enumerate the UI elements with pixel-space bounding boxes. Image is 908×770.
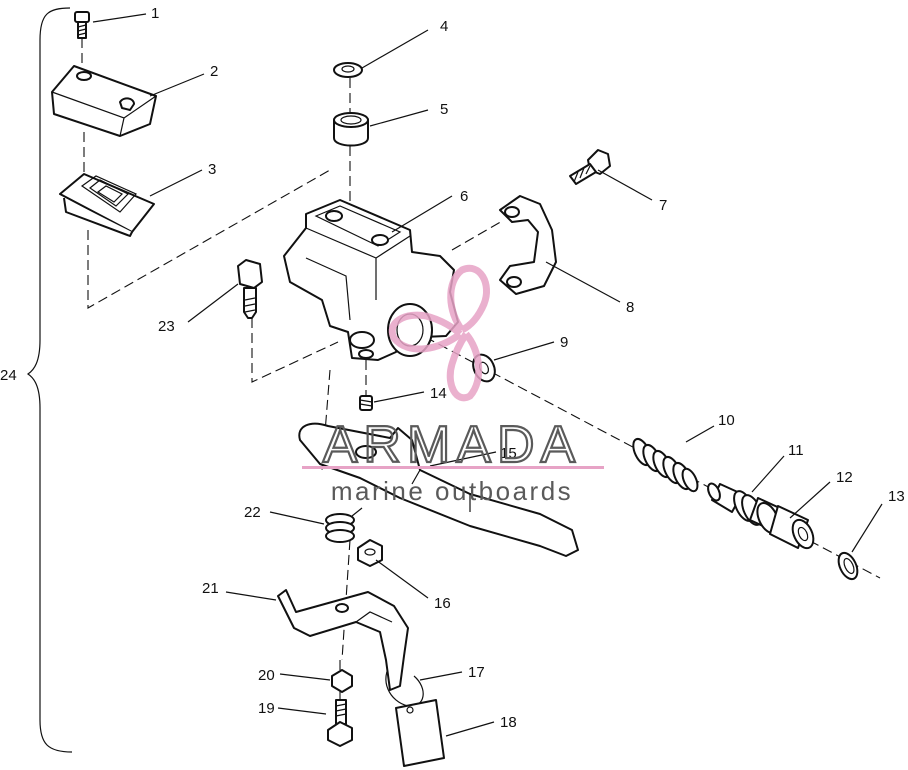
assembly-brace — [26, 7, 73, 753]
callout-18: 18 — [500, 714, 517, 731]
callout-4: 4 — [440, 18, 448, 35]
part-22-torsion-spring — [325, 507, 363, 543]
watermark: ARMADA marine outboards — [302, 264, 604, 506]
callout-5: 5 — [440, 101, 448, 118]
leader-lines — [92, 13, 883, 737]
callout-8: 8 — [626, 299, 634, 316]
part-5-bushing — [333, 112, 369, 147]
callout-21: 21 — [202, 580, 219, 597]
part-13-snap-ring — [837, 551, 859, 581]
callout-11: 11 — [788, 442, 804, 459]
propeller-blade-right — [446, 331, 483, 402]
part-18-tag — [395, 699, 445, 767]
part-16-nut — [357, 539, 383, 567]
callout-16: 16 — [434, 595, 451, 612]
callout-23: 23 — [158, 318, 175, 335]
part-9-washer — [472, 353, 496, 383]
part-1-screw — [74, 11, 90, 39]
callout-13: 13 — [888, 488, 905, 505]
callout-24: 24 — [0, 367, 17, 384]
callout-19: 19 — [258, 700, 275, 717]
propeller-logo-icon — [388, 264, 491, 402]
callout-14: 14 — [430, 385, 447, 402]
callout-1: 1 — [151, 5, 159, 22]
part-20-nut — [331, 669, 353, 693]
callout-20: 20 — [258, 667, 275, 684]
part-21-switch-bracket — [277, 589, 409, 691]
watermark-underline — [302, 466, 604, 469]
callout-17: 17 — [468, 664, 485, 681]
callout-15: 15 — [500, 445, 517, 462]
propeller-blade-top — [447, 264, 491, 334]
callout-labels: 1 2 3 4 5 6 7 8 9 10 11 12 13 14 15 16 1… — [0, 5, 905, 731]
propeller-blade-left — [388, 311, 463, 353]
callout-7: 7 — [659, 197, 667, 214]
part-19-bolt — [327, 699, 353, 747]
callout-22: 22 — [244, 504, 261, 521]
part-2-reservoir-cover — [51, 65, 157, 137]
part-14-set-screw — [359, 395, 373, 411]
part-23-pivot-bolt — [237, 259, 263, 319]
part-10-spring — [632, 437, 699, 493]
watermark-brand: ARMADA — [323, 416, 581, 474]
part-4-washer — [333, 62, 363, 78]
callout-6: 6 — [460, 188, 468, 205]
part-7-clamp-screw — [569, 149, 611, 185]
part-6-master-cylinder — [283, 199, 459, 361]
part-12-plunger — [769, 505, 815, 550]
part-11-piston — [707, 482, 785, 534]
watermark-tagline: marine outboards — [331, 476, 573, 506]
callout-10: 10 — [718, 412, 735, 429]
part-15-brake-lever — [298, 422, 579, 557]
callout-3: 3 — [208, 161, 216, 178]
part-3-diaphragm — [59, 173, 155, 237]
callout-9: 9 — [560, 334, 568, 351]
callout-12: 12 — [836, 469, 853, 486]
callout-2: 2 — [210, 63, 218, 80]
part-8-handlebar-clamp — [499, 195, 557, 295]
